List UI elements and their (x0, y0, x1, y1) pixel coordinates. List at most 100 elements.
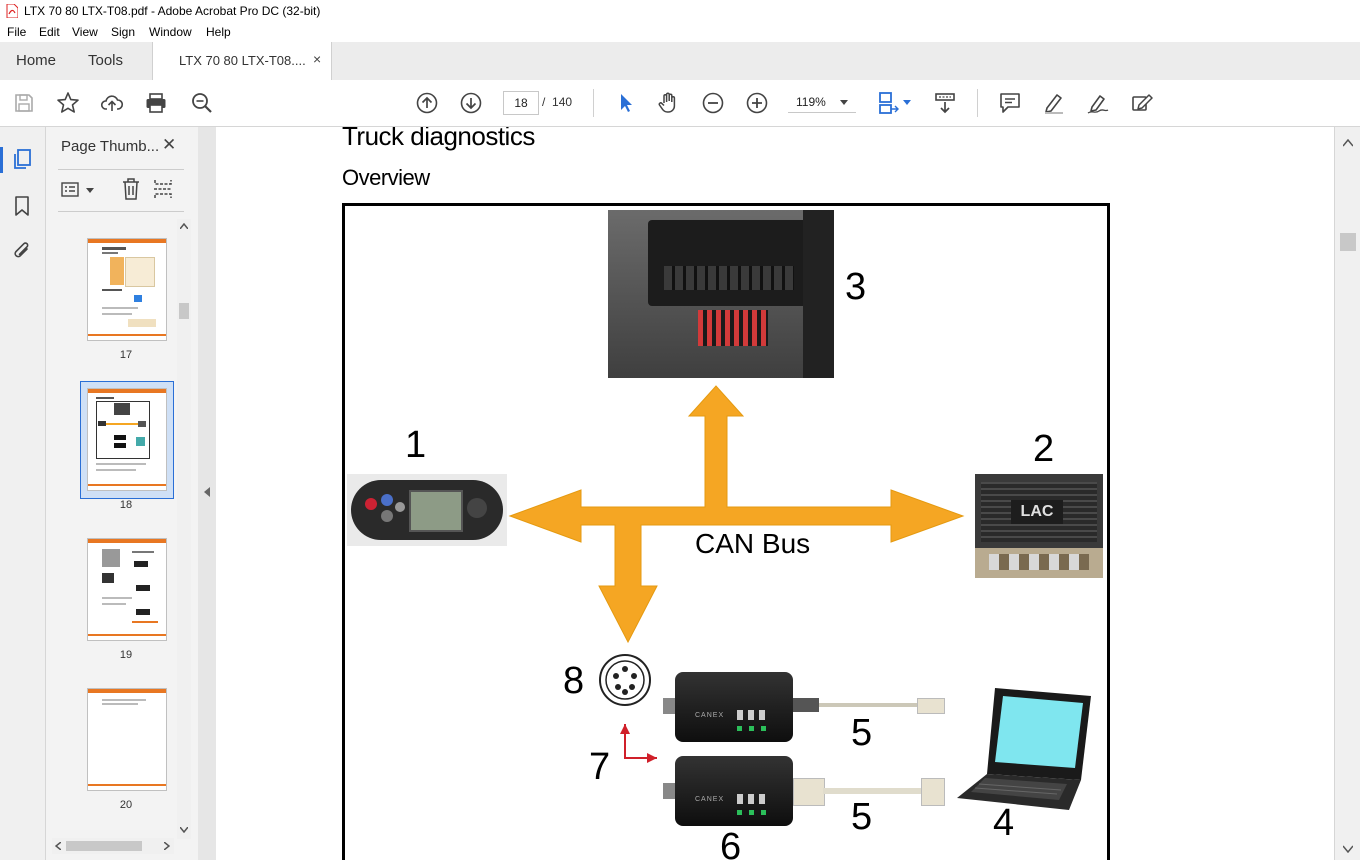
zoom-in-icon[interactable] (745, 91, 769, 115)
thumb-image (114, 435, 126, 440)
thumbnail-hscrollbar[interactable] (52, 838, 174, 854)
scroll-down-icon[interactable] (1343, 845, 1353, 853)
figure-label-4: 4 (993, 802, 1015, 844)
attachment-icon[interactable] (11, 239, 33, 263)
page-thumbnails-icon[interactable] (12, 148, 34, 170)
menu-view[interactable]: View (72, 25, 98, 39)
extract-pages-icon[interactable] (152, 177, 174, 201)
menu-help[interactable]: Help (206, 25, 231, 39)
print-icon[interactable] (144, 91, 168, 115)
display-button (395, 502, 405, 512)
status-icons (737, 710, 769, 720)
chevron-down-icon[interactable] (903, 100, 911, 105)
tab-document[interactable]: LTX 70 80 LTX-T08.... × (152, 42, 332, 81)
thumbnail-scrollbar[interactable] (177, 219, 191, 839)
previous-page-icon[interactable] (415, 91, 439, 115)
thumb-header-bar (88, 239, 166, 243)
tab-tools[interactable]: Tools (88, 52, 124, 69)
thumb-text (132, 621, 158, 623)
thumb-image (138, 421, 146, 427)
canex-interface-box: CANEX (675, 756, 793, 826)
page-display-icon[interactable] (876, 91, 900, 115)
page-thumbnail[interactable] (87, 238, 167, 341)
page-number-input[interactable]: 18 (503, 91, 539, 115)
display-button (381, 494, 393, 506)
scroll-up-icon[interactable] (180, 223, 188, 229)
panel-close-button[interactable]: ✕ (162, 135, 177, 154)
select-cursor-icon[interactable] (614, 91, 638, 115)
bookmark-icon[interactable] (13, 195, 31, 217)
comment-icon[interactable] (998, 91, 1022, 115)
figure-label-2: 2 (1033, 428, 1055, 470)
hand-tool-icon[interactable] (656, 91, 680, 115)
zoom-search-icon[interactable] (190, 91, 214, 115)
sign-pen-icon[interactable] (1086, 91, 1110, 115)
page-count: / 140 (542, 95, 572, 109)
thumbnail-options-icon[interactable] (61, 181, 83, 199)
terminals (989, 554, 1089, 570)
redact-stamp-icon[interactable] (1130, 91, 1154, 115)
lac-label: LAC (1011, 500, 1063, 524)
thumbnail-page-number: 18 (119, 499, 133, 511)
active-indicator (0, 147, 3, 173)
chevron-down-icon[interactable] (86, 188, 94, 193)
control-unit-photo (608, 210, 834, 378)
thumb-arrow (100, 423, 144, 425)
connector-block (648, 220, 808, 306)
trash-icon[interactable] (120, 177, 142, 201)
left-navigation-rail (0, 127, 46, 860)
collapse-left-icon[interactable] (204, 487, 210, 497)
thumb-header-bar (88, 389, 166, 393)
scroll-thumb[interactable] (1340, 233, 1356, 251)
highlight-pen-icon[interactable] (1042, 91, 1066, 115)
scroll-mode-icon[interactable] (933, 91, 957, 115)
thumb-image (136, 437, 145, 446)
canex-label: CANEX (695, 796, 725, 803)
thumb-figure (96, 401, 150, 459)
menu-window[interactable]: Window (149, 25, 192, 39)
figure-label-3: 3 (845, 266, 867, 308)
toolbar-divider (977, 89, 978, 117)
thumb-footer-bar (88, 634, 166, 636)
pdf-file-icon (6, 4, 18, 18)
thumb-footer-bar (88, 784, 166, 786)
star-icon[interactable] (56, 91, 80, 115)
scroll-down-icon[interactable] (180, 827, 188, 833)
panel-collapse-strip[interactable] (198, 127, 216, 860)
next-page-icon[interactable] (459, 91, 483, 115)
overview-figure: LAC CANEX CANEX (342, 203, 1110, 860)
zoom-out-icon[interactable] (701, 91, 725, 115)
display-button (365, 498, 377, 510)
thumb-text (96, 397, 114, 399)
document-page: Truck diagnostics Overview (216, 127, 1334, 860)
save-icon[interactable] (12, 91, 36, 115)
thumb-text (102, 252, 118, 254)
scroll-left-icon[interactable] (55, 842, 61, 850)
scroll-right-icon[interactable] (164, 842, 170, 850)
zoom-value: 119% (796, 95, 826, 109)
thumb-text (102, 307, 138, 309)
cloud-upload-icon[interactable] (100, 91, 124, 115)
wiring-harness (698, 310, 768, 346)
scroll-up-icon[interactable] (1343, 139, 1353, 147)
page-thumbnail[interactable] (87, 688, 167, 791)
menu-sign[interactable]: Sign (111, 25, 136, 39)
menu-edit[interactable]: Edit (39, 25, 60, 39)
thumb-image (134, 295, 142, 302)
scroll-thumb[interactable] (179, 303, 189, 319)
tab-close-button[interactable]: × (313, 51, 322, 67)
usb-cable (819, 703, 919, 707)
tab-bar: Home Tools LTX 70 80 LTX-T08.... × (0, 42, 1360, 81)
hscroll-thumb[interactable] (66, 841, 142, 851)
page-thumbnail-selected[interactable] (87, 388, 167, 491)
can-bus-label: CAN Bus (695, 528, 811, 559)
thumb-image (134, 561, 148, 567)
connector-pins (664, 266, 794, 290)
document-scrollbar[interactable] (1334, 127, 1360, 860)
tab-home[interactable]: Home (16, 52, 57, 69)
zoom-level-select[interactable]: 119% (788, 91, 856, 113)
page-thumbnail[interactable] (87, 538, 167, 641)
figure-label-6: 6 (720, 826, 742, 860)
lac-module-photo: LAC (975, 474, 1103, 578)
menu-file[interactable]: File (7, 25, 27, 39)
